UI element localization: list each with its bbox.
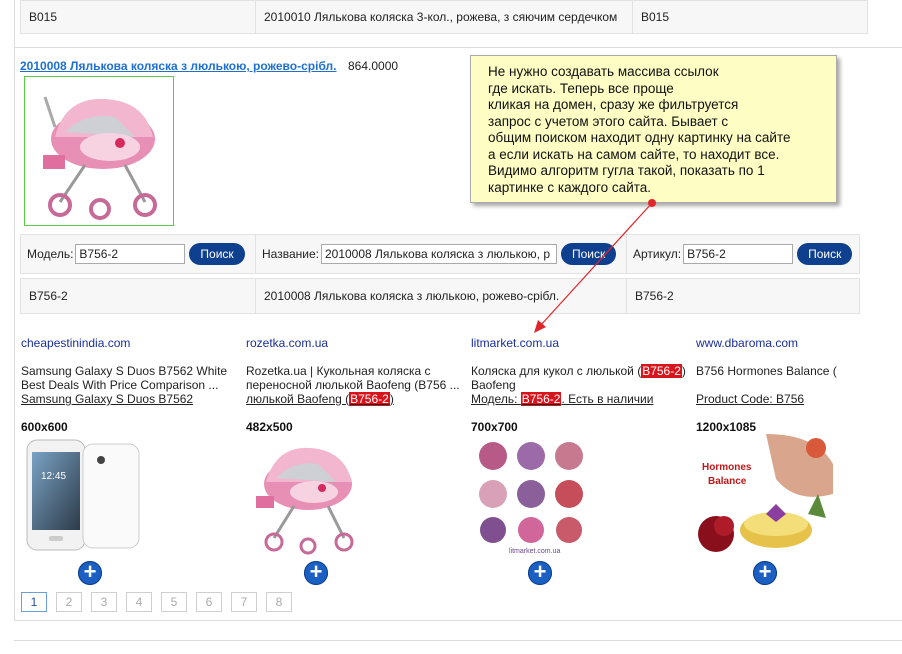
result-domain-link[interactable]: rozetka.com.ua [246,336,329,350]
note-line: картинке с каждого сайта. [488,179,652,195]
model-input[interactable] [75,244,186,264]
result-domain-link[interactable]: www.dbaroma.com [696,336,799,350]
result-link[interactable]: Модель: B756-2. Есть в наличии [471,392,689,406]
page-button[interactable]: 6 [196,592,222,612]
image-caption: litmarket.com.ua [509,548,560,555]
add-icon[interactable]: + [304,561,328,585]
snippet-line: Коляска для кукол с люлькой (B756-2) [471,364,689,378]
result-snippet: B756 Hormones Balance ( Product Code: B7… [696,364,902,406]
result-snippet: Rozetka.ua | Кукольная коляска с перенос… [246,364,464,406]
pagination: 1 2 3 4 5 6 7 8 [21,592,301,612]
article-label: Артикул: [633,247,682,261]
result-snippet: Коляска для кукол с люлькой (B756-2) Bao… [471,364,689,406]
name-input[interactable] [320,244,557,264]
note-line: Не нужно создавать массива ссылок [488,64,719,79]
model-label: Модель: [27,247,74,261]
link-text: люлькой Baofeng ( [246,392,350,406]
model-value: B756-2 [29,289,68,303]
note-line: кликая на домен, сразу же фильтруется [488,97,739,112]
results-panel [14,0,902,621]
page-button[interactable]: 4 [126,592,152,612]
image-dimensions: 600x600 [21,420,68,434]
result-link[interactable]: Product Code: B756 [696,392,805,406]
name-label: Название: [262,247,319,261]
result-snippet: Samsung Galaxy S Duos B7562 White Best D… [21,364,239,406]
phone-image: 12:45 [26,439,140,551]
product-grid-image: litmarket.com.ua [479,442,583,555]
page-button[interactable]: 8 [266,592,292,612]
top-article-cell: B015 [632,0,868,34]
snippet-text: Коляска для кукол с люлькой ( [471,364,642,378]
link-text: . Есть в наличии [561,392,654,406]
add-icon[interactable]: + [78,561,102,585]
snippet-line: Best Deals With Price Comparison ... [21,378,219,392]
product-price: 864.0000 [348,59,399,73]
model-search-button[interactable]: Поиск [189,243,245,265]
stroller-image [256,447,354,555]
page-button[interactable]: 2 [56,592,82,612]
result-image[interactable]: Hormones Balance [696,434,833,556]
note-line: а если искать на самом сайте, то находит… [488,146,780,162]
note-line: запрос с учетом этого сайта. Бывает с [488,113,729,129]
product-title-link[interactable]: 2010008 Лялькова коляска з люлькою, роже… [20,59,337,73]
divider [14,47,902,48]
top-model-cell: B015 [20,0,256,34]
snippet-text: ) [681,364,686,378]
page-button[interactable]: 5 [161,592,187,612]
note-line: где искать. Теперь все проще [488,80,674,96]
image-dimensions: 700x700 [471,420,518,434]
divider [14,640,902,641]
result-image[interactable] [246,434,365,556]
name-search-button[interactable]: Поиск [560,243,617,265]
note-line: общим поиском находит одну картинку на с… [488,130,791,145]
highlight: B756-2 [641,364,682,378]
result-domain-link[interactable]: litmarket.com.ua [471,336,560,350]
name-value-cell: 2010008 Лялькова коляска з люлькою, роже… [255,278,627,314]
model-value-cell: B756-2 [20,278,256,314]
top-name-cell: 2010010 Лялькова коляска 3-кол., рожева,… [255,0,633,34]
result-image[interactable]: litmarket.com.ua [471,434,595,556]
top-name-value: 2010010 Лялькова коляска 3-кол., рожева,… [264,10,618,24]
result-domain-link[interactable]: cheapestinindia.com [21,336,131,350]
add-icon[interactable]: + [528,561,552,585]
image-dimensions: 482x500 [246,420,293,434]
snippet-line: Rozetka.ua | Кукольная коляска с [246,364,431,378]
image-text: Hormones [702,462,752,473]
top-model-value: B015 [29,10,58,24]
annotation-note: Не нужно создавать массива ссылок где ис… [470,55,837,203]
snippet-line: B756 Hormones Balance ( [696,364,837,378]
link-text: ) [389,392,394,406]
highlight: B756-2 [520,392,562,406]
article-value-cell: B756-2 [626,278,860,314]
snippet-line: переносной люлькой Baofeng (B756 ... [246,378,460,392]
hormones-balance-image: Hormones Balance [696,434,833,556]
image-text: Balance [708,476,747,487]
model-search-cell: Модель: Поиск [20,234,256,274]
result-link[interactable]: люлькой Baofeng (B756-2) [246,392,464,406]
page-button[interactable]: 7 [231,592,257,612]
article-input[interactable] [683,244,794,264]
product-image[interactable] [24,76,174,226]
add-icon[interactable]: + [753,561,777,585]
article-value: B756-2 [635,289,674,303]
image-dimensions: 1200x1085 [696,420,757,434]
link-text: Модель: [471,392,521,406]
article-search-button[interactable]: Поиск [797,243,853,265]
stroller-image [43,96,157,220]
snippet-line: Baofeng [471,378,516,392]
name-value: 2010008 Лялькова коляска з люлькою, роже… [264,289,560,303]
result-image[interactable]: 12:45 [21,434,145,556]
top-article-value: B015 [641,10,670,24]
article-search-cell: Артикул: Поиск [626,234,860,274]
page-button[interactable]: 3 [91,592,117,612]
note-line: Видимо алгоритм гугла такой, показать по… [488,163,765,178]
page-button[interactable]: 1 [21,592,47,612]
highlight: B756-2 [349,392,390,406]
result-link[interactable]: Samsung Galaxy S Duos B7562 [21,392,194,406]
name-search-cell: Название: Поиск [255,234,627,274]
svg-text:12:45: 12:45 [41,471,66,482]
snippet-line: Samsung Galaxy S Duos B7562 White [21,364,228,378]
